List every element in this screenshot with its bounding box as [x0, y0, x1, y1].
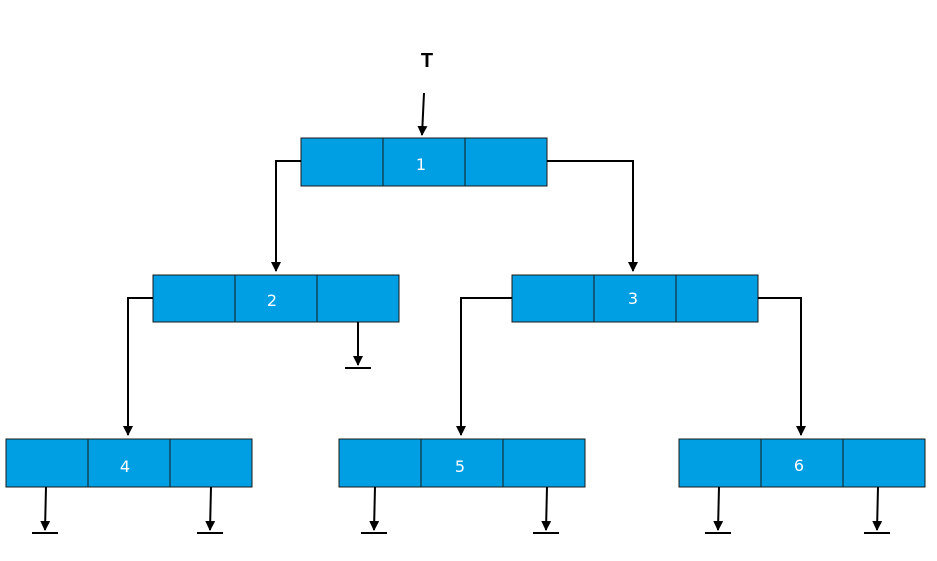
- node-6-value-cell: [760, 438, 844, 488]
- node-3-left-pointer-cell: [511, 274, 595, 323]
- node-2-right-pointer-cell: [316, 274, 400, 323]
- node-6-right-pointer-cell: [842, 438, 926, 488]
- node-1-left-pointer-cell: [300, 137, 384, 187]
- tree-node-5: 5: [338, 438, 586, 488]
- node-4-value: 4: [120, 457, 130, 476]
- node-2-value-cell: [234, 274, 318, 323]
- null-pointer-2-right: [345, 322, 371, 369]
- tree-node-2: 2: [152, 274, 400, 323]
- node-2-value: 2: [267, 291, 277, 310]
- root-pointer-arrow: [417, 92, 428, 136]
- edge-1-to-3: [547, 160, 638, 272]
- node-3-value: 3: [628, 289, 638, 308]
- edge-3-to-6: [758, 297, 806, 436]
- node-5-left-pointer-cell: [338, 438, 422, 488]
- node-1-value-cell: [382, 137, 466, 187]
- edge-3-to-5: [456, 297, 512, 436]
- tree-node-3: 3: [511, 274, 759, 323]
- null-pointer-6-left: [705, 486, 731, 534]
- null-pointer-5-left: [361, 486, 387, 534]
- tree-node-1: 1: [300, 137, 548, 187]
- node-5-right-pointer-cell: [502, 438, 586, 488]
- null-pointer-6-right: [864, 486, 890, 534]
- node-4-left-pointer-cell: [5, 438, 89, 488]
- node-1-right-pointer-cell: [464, 137, 548, 187]
- node-5-value-cell: [420, 438, 504, 488]
- node-4-right-pointer-cell: [169, 438, 253, 488]
- null-pointer-4-left: [32, 486, 58, 534]
- node-6-left-pointer-cell: [678, 438, 762, 488]
- node-1-value: 1: [416, 155, 426, 174]
- null-pointer-5-right: [533, 486, 559, 534]
- node-3-value-cell: [593, 274, 677, 323]
- root-pointer-label: T: [421, 50, 433, 72]
- tree-node-6: 6: [678, 438, 926, 488]
- node-2-left-pointer-cell: [152, 274, 236, 323]
- node-5-value: 5: [455, 457, 465, 476]
- edge-2-to-4: [123, 297, 153, 436]
- null-pointer-4-right: [197, 486, 223, 534]
- tree-node-4: 4: [5, 438, 253, 488]
- node-3-right-pointer-cell: [675, 274, 759, 323]
- edge-1-to-2: [271, 160, 301, 272]
- node-6-value: 6: [794, 456, 804, 475]
